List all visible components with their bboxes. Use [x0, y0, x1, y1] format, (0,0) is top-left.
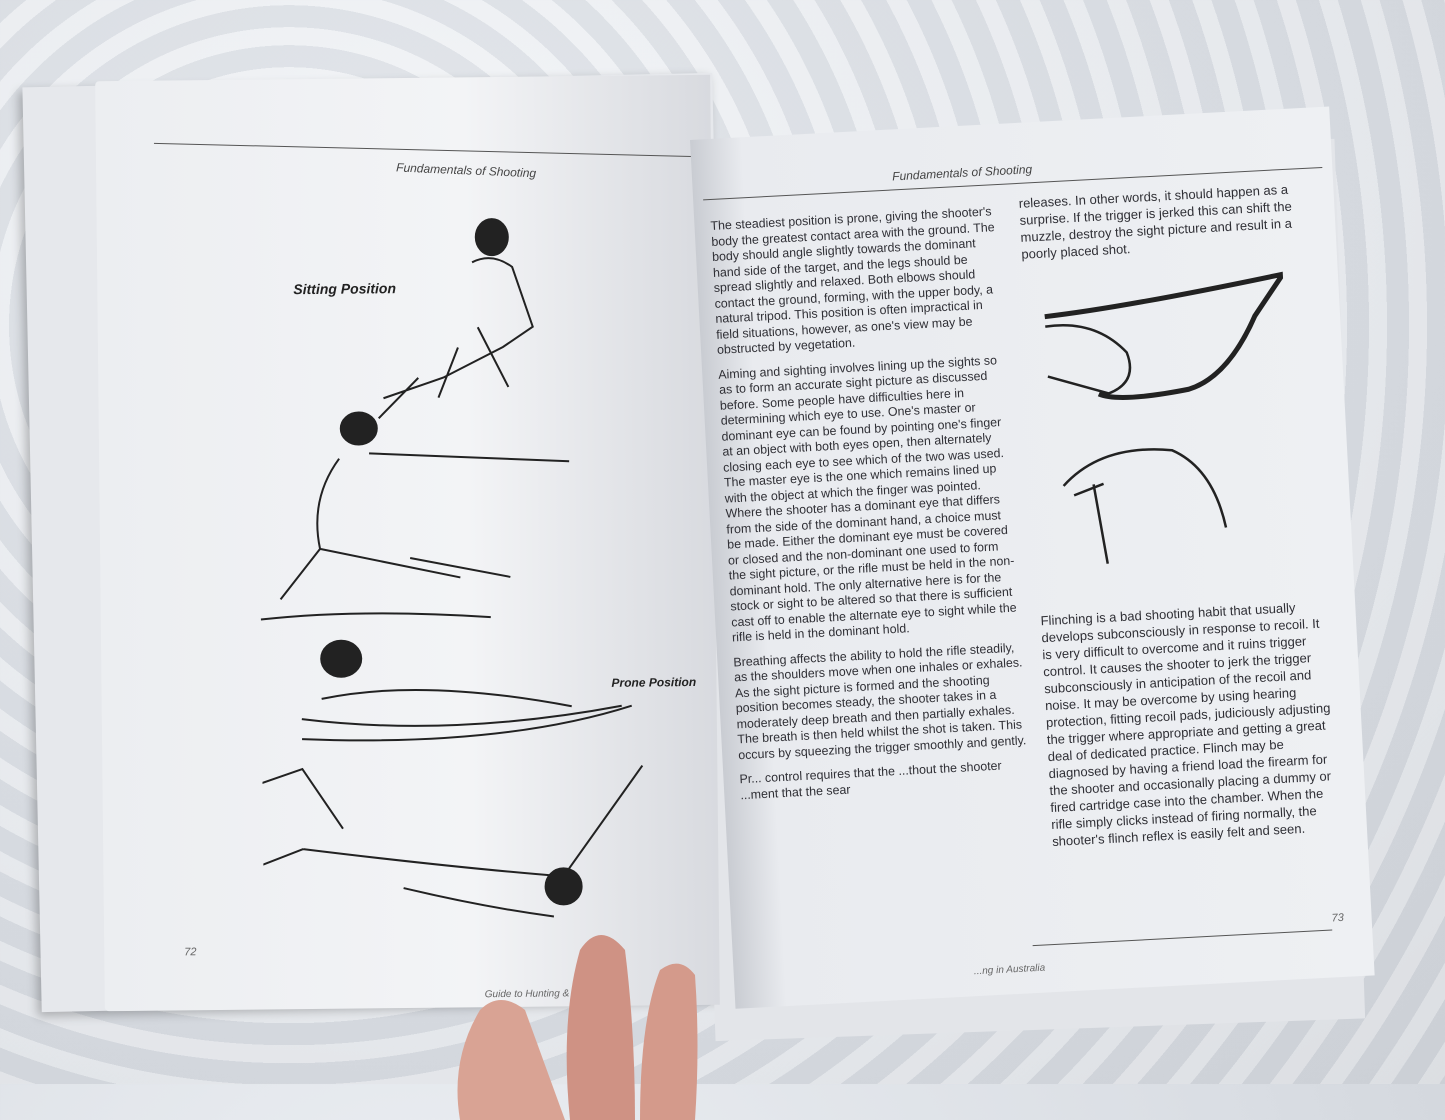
- right-page: Fundamentals of Shooting The steadiest p…: [690, 106, 1375, 1009]
- running-head: Fundamentals of Shooting: [891, 162, 1033, 184]
- left-page: Fundamentals of Shooting Sitting Positio…: [95, 74, 720, 1012]
- shooting-position-illustrations: [256, 218, 644, 918]
- paragraph: Flinching is a bad shooting habit that u…: [1040, 599, 1332, 849]
- paragraph: Pr... control requires that the ...thout…: [739, 758, 1002, 802]
- sitting-figure-front: [377, 218, 534, 419]
- paragraph: releases. In other words, it should happ…: [1018, 181, 1293, 262]
- prone-figure-front: [301, 639, 633, 742]
- footer-rule: [1032, 929, 1333, 947]
- sitting-figure-aiming: [260, 411, 570, 621]
- header-rule: [153, 142, 714, 158]
- text-column-1: The steadiest position is prone, giving …: [710, 204, 1031, 812]
- footer-text: ...ng in Australia: [973, 962, 1046, 978]
- trigger-finger-illustrations: [1044, 270, 1289, 564]
- prone-figure-side: [256, 764, 644, 918]
- page-number: 73: [1331, 911, 1345, 925]
- paragraph: Breathing affects the ability to hold th…: [733, 640, 1027, 762]
- hand-holding-book: [457, 935, 698, 1120]
- paragraph: The steadiest position is prone, giving …: [710, 204, 995, 357]
- text-column-2: releases. In other words, it should happ…: [1018, 180, 1342, 859]
- paragraph: Aiming and sighting involves lining up t…: [717, 352, 1017, 645]
- running-head: Fundamentals of Shooting: [395, 160, 537, 181]
- page-number: 72: [184, 946, 197, 959]
